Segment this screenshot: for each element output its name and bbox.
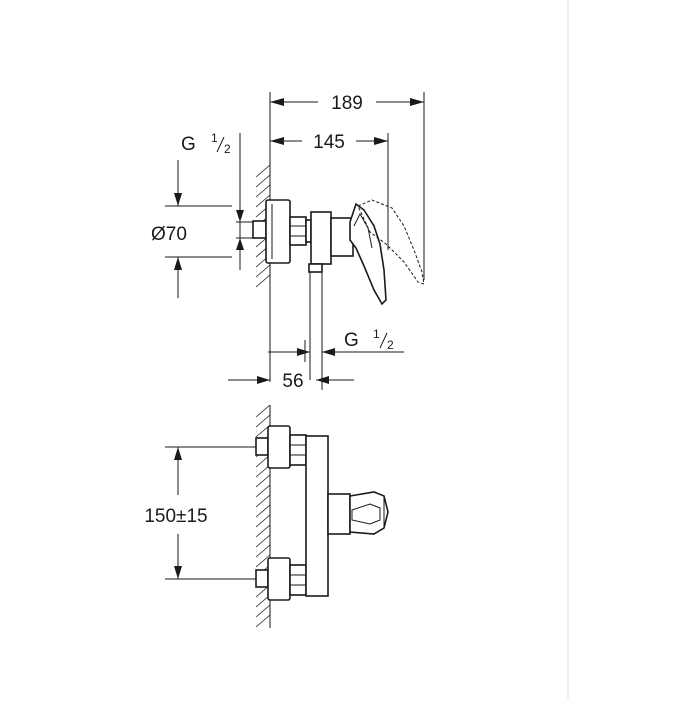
wall-hatch-line: [255, 514, 271, 528]
dim-line-189: [270, 98, 424, 106]
wall-hatch-line: [255, 494, 271, 508]
outlet-thread-num: 1: [373, 327, 380, 341]
wall-hatch-line: [255, 274, 271, 288]
dim-line-d70: [174, 160, 182, 298]
inlet-thread-num: 1: [211, 131, 218, 145]
mixer-body-side: [308, 211, 354, 380]
label-inlet-thread: G 1 2: [181, 131, 231, 156]
mixer-body-front: [305, 435, 329, 597]
wall-hatch-line: [255, 414, 271, 428]
dim-label-56: 56: [282, 371, 303, 392]
label-outlet-thread: G 1 2: [344, 327, 394, 352]
wall-hatch-line: [255, 174, 271, 188]
outlet-thread-prefix: G: [344, 330, 359, 351]
escutcheon-side: [252, 199, 291, 264]
inlet-thread-prefix: G: [181, 134, 196, 155]
connection-lower-front: [255, 557, 307, 601]
wall-hatch-line: [255, 544, 271, 558]
dim-line-145: [270, 137, 388, 145]
wall-hatch-line: [255, 194, 271, 208]
wall-hatch-line: [255, 554, 271, 568]
wall-hatch-line: [255, 474, 271, 488]
wall-hatch-line: [255, 484, 271, 498]
wall-hatch-line: [255, 184, 271, 198]
wall-hatch-line: [255, 504, 271, 518]
wall-hatch-line: [255, 164, 271, 178]
wall-hatch-line: [255, 534, 271, 548]
wall-hatch-line: [255, 524, 271, 538]
dim-label-189: 189: [331, 93, 363, 114]
side-view: 189 145 G 1 2 Ø70: [151, 92, 425, 392]
dim-label-145: 145: [313, 132, 345, 153]
wall-hatch-line: [255, 404, 271, 418]
wall-hatch-line: [255, 264, 271, 278]
front-view: 150±15: [144, 404, 389, 628]
dim-line-outlet-thread: [268, 348, 404, 356]
nut-side: [289, 216, 312, 246]
outlet-thread-den: 2: [387, 338, 394, 352]
side-view-wall: [255, 164, 271, 290]
dim-label-d70: Ø70: [151, 224, 187, 245]
dim-line-150: [174, 447, 182, 579]
inlet-thread-den: 2: [224, 142, 231, 156]
connection-upper-front: [255, 425, 307, 469]
wall-hatch-line: [255, 604, 271, 618]
wall-hatch-line: [255, 614, 271, 628]
lever-side: [349, 202, 387, 306]
dim-line-inlet-thread: [236, 198, 244, 262]
lever-front: [327, 491, 389, 535]
dim-label-150: 150±15: [144, 506, 207, 527]
dim-line-56: [228, 376, 354, 384]
